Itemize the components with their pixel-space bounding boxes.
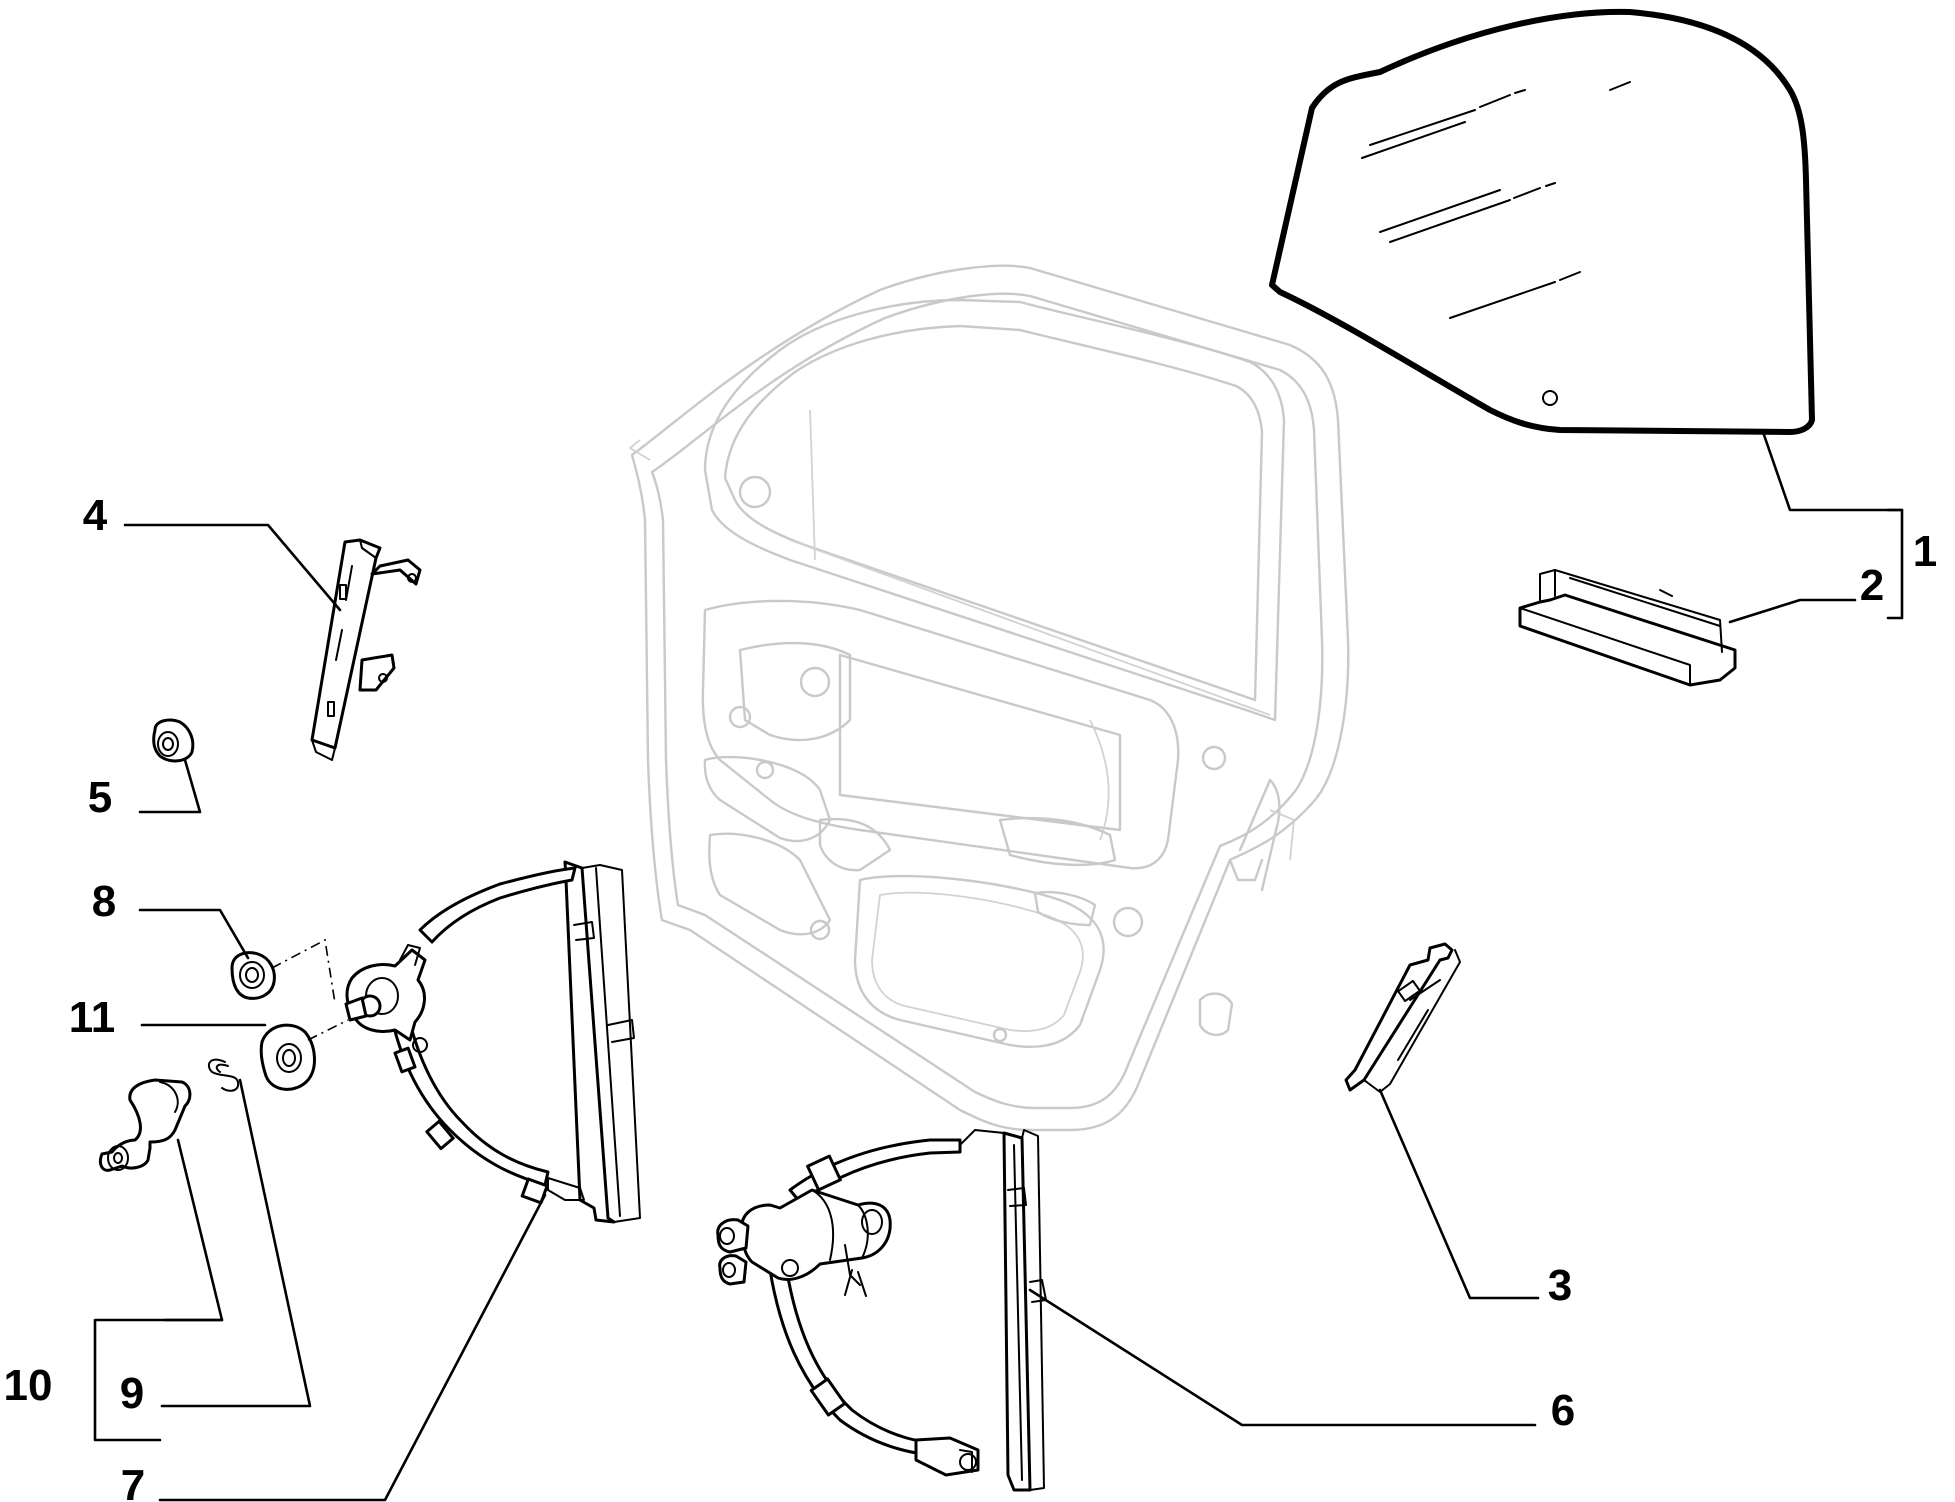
part-8-nut: [230, 938, 336, 1004]
leader-8: [138, 908, 250, 960]
leader-10-crank: [163, 1138, 224, 1322]
leader-lines: [93, 430, 1904, 1502]
callout-9: 9: [120, 1369, 144, 1418]
part-3-guide-bracket: [1344, 942, 1461, 1093]
callout-2: 2: [1860, 561, 1884, 610]
leader-9: [160, 1078, 312, 1408]
callout-6: 6: [1551, 1386, 1575, 1435]
part-2-glass-channel: [1518, 569, 1737, 687]
callout-7: 7: [121, 1461, 145, 1502]
part-5-nut: [152, 718, 195, 763]
leader-2: [1728, 598, 1857, 624]
callout-5: 5: [88, 773, 112, 822]
callout-1: 1: [1913, 527, 1937, 576]
callout-3: 3: [1548, 1261, 1572, 1310]
part-7-manual-regulator: [344, 860, 641, 1224]
callout-11: 11: [69, 993, 116, 1042]
part-11-washer: [259, 1019, 349, 1091]
part-10-crank-handle: [98, 1078, 192, 1172]
part-9-spring-clip: [207, 1058, 240, 1092]
part-4-guide-rail: [310, 538, 422, 761]
door-shell: [629, 264, 1350, 1132]
leader-6: [1028, 1288, 1537, 1427]
leader-3: [1378, 1088, 1540, 1300]
leader-4: [123, 523, 342, 612]
callout-10: 10: [4, 1361, 53, 1410]
leader-7: [158, 1193, 547, 1502]
callout-numbers: 1 2 3 4 5 6 7 8 9 10 11: [4, 491, 1938, 1502]
callout-8: 8: [92, 877, 116, 926]
part-6-electric-regulator: [716, 1129, 1047, 1492]
leader-10: [93, 1318, 224, 1442]
callout-4: 4: [83, 491, 108, 540]
leader-5: [138, 758, 202, 814]
part-1-window-glass: [1269, 8, 1815, 435]
